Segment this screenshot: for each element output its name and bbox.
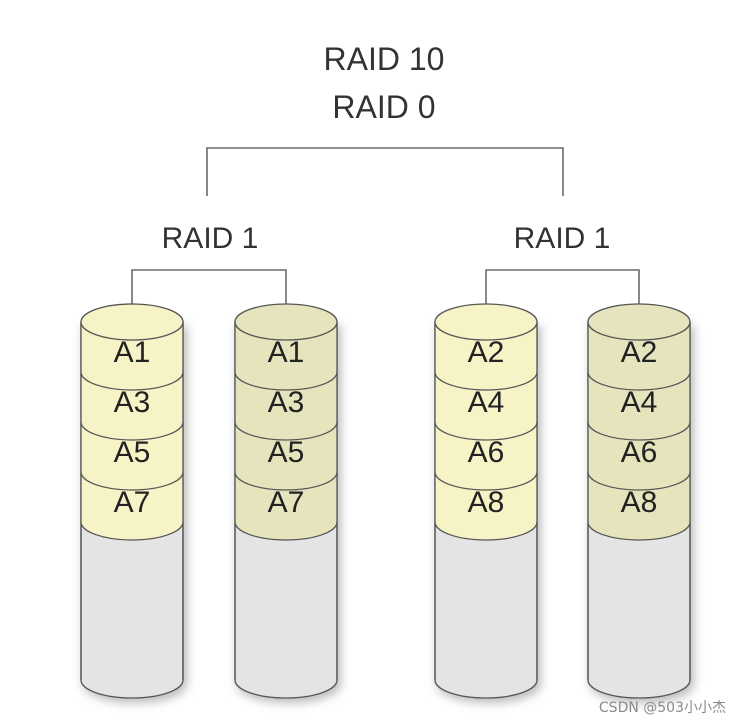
disk-segment-divider xyxy=(587,421,691,441)
disk-segment-divider xyxy=(434,421,538,441)
raid1-right-label: RAID 1 xyxy=(514,222,611,255)
disk-top-cap xyxy=(80,303,184,341)
disk-segment-divider xyxy=(434,371,538,391)
disk-segment-divider xyxy=(80,471,184,491)
disk-data-region xyxy=(435,322,537,540)
raid1-right-connector xyxy=(485,269,640,322)
data-block-label: A2 xyxy=(621,336,658,369)
data-block-label: A7 xyxy=(114,486,151,519)
disk-data-region xyxy=(235,322,337,540)
data-block-label: A5 xyxy=(268,436,305,469)
data-block-label: A8 xyxy=(621,486,658,519)
watermark: CSDN @503小小杰 xyxy=(599,700,726,716)
raid10-title: RAID 10 xyxy=(324,41,445,77)
disk-segment-divider xyxy=(80,521,184,541)
data-block-label: A1 xyxy=(114,336,151,369)
disk-segment-divider xyxy=(587,471,691,491)
disk-segment-divider xyxy=(234,371,338,391)
raid0-title: RAID 0 xyxy=(332,89,435,125)
disk-segment-divider xyxy=(80,421,184,441)
disk-segment-divider xyxy=(234,521,338,541)
disk-segment-divider xyxy=(587,521,691,541)
data-block-label: A7 xyxy=(268,486,305,519)
data-block-label: A5 xyxy=(114,436,151,469)
data-block-label: A4 xyxy=(621,386,658,419)
disk-segment-divider xyxy=(234,421,338,441)
disk-segment-divider xyxy=(234,471,338,491)
disk-data-region xyxy=(81,322,183,540)
disk-top-cap xyxy=(587,303,691,341)
disk-top-cap xyxy=(234,303,338,341)
disk-segment-divider xyxy=(434,471,538,491)
data-block-label: A8 xyxy=(468,486,505,519)
data-block-label: A3 xyxy=(114,386,151,419)
raid1-left-label: RAID 1 xyxy=(162,222,259,255)
data-block-label: A2 xyxy=(468,336,505,369)
data-block-label: A3 xyxy=(268,386,305,419)
raid1-left-connector xyxy=(131,269,287,322)
data-block-label: A6 xyxy=(468,436,505,469)
disk-data-region xyxy=(588,322,690,540)
disk-segment-divider xyxy=(587,371,691,391)
disk-segment-divider xyxy=(434,521,538,541)
data-block-label: A4 xyxy=(468,386,505,419)
raid0-connector xyxy=(206,147,564,196)
data-block-label: A1 xyxy=(268,336,305,369)
disk-segment-divider xyxy=(80,371,184,391)
disk-top-cap xyxy=(434,303,538,341)
data-block-label: A6 xyxy=(621,436,658,469)
